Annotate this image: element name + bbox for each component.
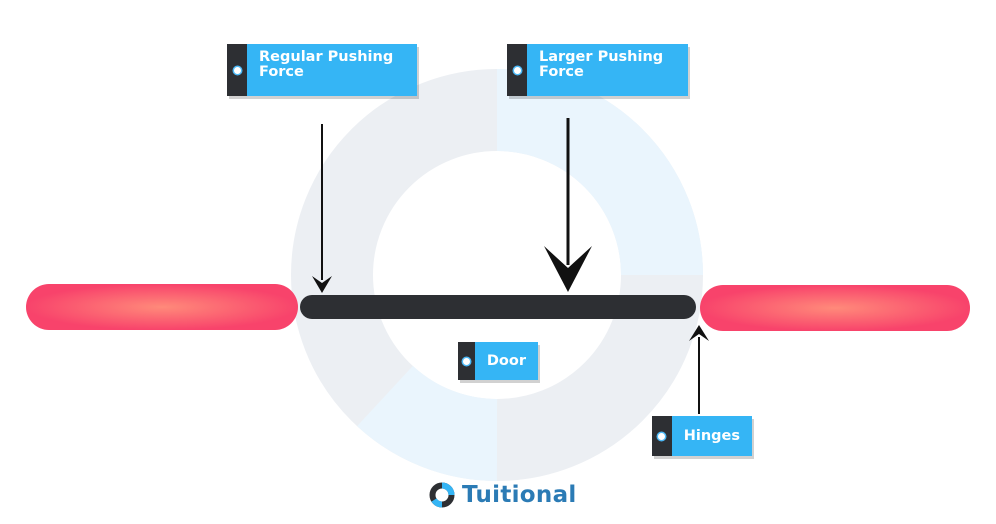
pin-icon: [233, 66, 241, 74]
regular-force-text: Regular Pushing Force: [247, 44, 417, 96]
ring-logo-icon: [429, 482, 455, 508]
label-tab: [652, 416, 672, 456]
hinges-text: Hinges: [671, 416, 752, 456]
larger-force-label: Larger Pushing Force: [507, 44, 688, 96]
right-wall: [700, 285, 970, 331]
door-text: Door: [474, 342, 538, 380]
hinges-arrow: [689, 325, 709, 414]
pin-icon: [462, 357, 470, 365]
label-tab: [227, 44, 247, 96]
regular-force-label: Regular Pushing Force: [227, 44, 417, 96]
door-label: Door: [458, 342, 538, 380]
hinges-label: Hinges: [652, 416, 752, 456]
brand-logo: Tuitional: [428, 478, 577, 512]
regular-force-arrow: [312, 124, 332, 293]
pin-icon: [513, 66, 521, 74]
label-tab: [458, 342, 475, 380]
watermark-ring: [291, 69, 703, 481]
larger-force-arrow: [544, 118, 592, 292]
brand-name: Tuitional: [462, 482, 577, 508]
pin-icon: [658, 432, 666, 440]
larger-force-text: Larger Pushing Force: [527, 44, 688, 96]
door-bar: [300, 295, 696, 319]
left-wall: [26, 284, 298, 330]
label-tab: [507, 44, 527, 96]
